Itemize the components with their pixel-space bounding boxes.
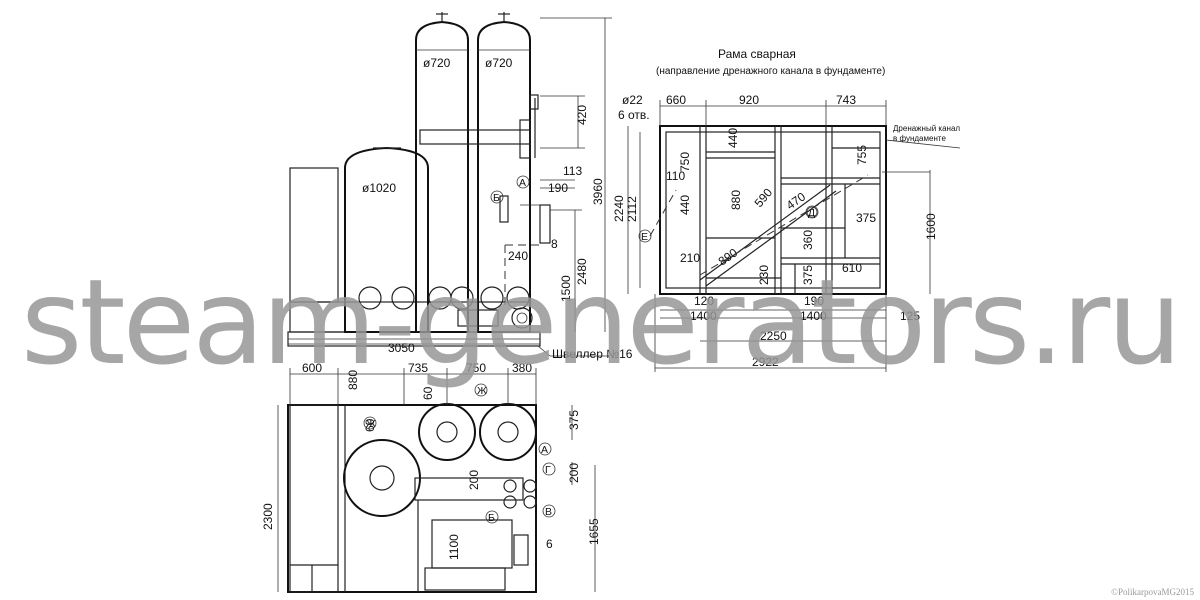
vessel-large-plan — [343, 439, 421, 517]
fdim-590: 590 — [752, 185, 776, 210]
fdim-1400a: 1400 — [690, 309, 717, 323]
fdim-1600: 1600 — [924, 213, 938, 240]
fdim-610: 610 — [842, 261, 862, 275]
vessel-left-plan — [418, 403, 476, 461]
labels: ø720 ø720 ø1020 420 3960 113 190 8 240 2… — [261, 47, 960, 560]
dim-190: 190 — [548, 181, 568, 195]
channel-label: Швеллер №16 — [552, 347, 633, 361]
fdim-210: 210 — [680, 251, 700, 265]
pdim-750: 750 — [466, 361, 486, 375]
marker-e: Е — [641, 231, 648, 243]
pdim-200a: 200 — [567, 463, 581, 483]
fdim-360: 360 — [801, 230, 815, 250]
plan-outline — [287, 404, 537, 593]
fdim-125: 125 — [900, 309, 920, 323]
marker-zh-2: Ж — [477, 385, 487, 397]
frame-hole-dia: ø22 — [622, 93, 643, 107]
dim-420: 420 — [575, 105, 589, 125]
fdim-920: 920 — [739, 93, 759, 107]
dim-3960: 3960 — [591, 178, 605, 205]
fdim-440a: 440 — [726, 128, 740, 148]
holes-label: 6 отв. — [618, 108, 650, 122]
pdim-200b: 200 — [467, 470, 481, 490]
fdim-755: 755 — [855, 145, 869, 165]
fdim-880: 880 — [729, 190, 743, 210]
marker-b-side: Б — [493, 192, 500, 204]
dim-113: 113 — [563, 164, 582, 178]
dim-240: 240 — [508, 249, 528, 263]
pdim-880: 880 — [346, 370, 360, 390]
fdim-190: 190 — [804, 294, 824, 308]
pdim-735: 735 — [408, 361, 428, 375]
fdim-440b: 440 — [678, 195, 692, 215]
pdim-380: 380 — [512, 361, 532, 375]
fdim-470: 470 — [784, 189, 809, 212]
tall-vessel-left — [415, 20, 469, 333]
fdim-743: 743 — [836, 93, 856, 107]
pdim-2300: 2300 — [261, 503, 275, 530]
side-dia-3: ø1020 — [362, 181, 396, 195]
plan-view — [277, 368, 596, 593]
pdim-60a: 60 — [421, 386, 435, 400]
pdim-60b: 60 — [363, 418, 377, 432]
marker-a-side: А — [519, 177, 526, 189]
fdim-2922: 2922 — [752, 355, 779, 369]
dim-1500: 1500 — [559, 275, 573, 302]
frame-title: Рама сварная — [718, 47, 796, 61]
fdim-110: 110 — [666, 169, 685, 183]
fdim-660: 660 — [666, 93, 686, 107]
marker-g: Г — [545, 464, 551, 476]
tall-vessel-right — [477, 20, 531, 333]
cross-pipe — [419, 129, 531, 145]
fdim-2112: 2112 — [625, 196, 639, 222]
side-view — [287, 12, 612, 357]
watermark: steam-generators.ru — [20, 253, 1182, 391]
pdim-6: 6 — [546, 537, 553, 551]
pdim-375: 375 — [567, 410, 581, 430]
dim-3050: 3050 — [388, 341, 415, 355]
side-dia-1: ø720 — [423, 56, 451, 70]
frame-view — [627, 100, 961, 372]
pdim-1100: 1100 — [447, 534, 461, 560]
fdim-375b: 375 — [801, 265, 815, 285]
dim-2480: 2480 — [575, 258, 589, 285]
marker-zh-1: Ж — [366, 418, 376, 430]
drain-note-1: Дренажный канал — [893, 124, 960, 133]
marker-a-plan: А — [541, 444, 548, 456]
vessel-right-plan — [479, 403, 537, 461]
fdim-1400b: 1400 — [800, 309, 827, 323]
copyright: ©PolikarpovaMG2015 — [1111, 587, 1194, 597]
frame-outline — [659, 125, 887, 295]
pdim-1655: 1655 — [587, 518, 601, 545]
fdim-375a: 375 — [856, 211, 876, 225]
fdim-230: 230 — [757, 265, 771, 285]
side-dia-2: ø720 — [485, 56, 513, 70]
marker-d: Д — [808, 207, 815, 219]
frame-subtitle: (направление дренажного канала в фундаме… — [656, 65, 885, 77]
dim-8: 8 — [551, 237, 558, 251]
drain-note-2: в фундаменте — [893, 134, 946, 143]
fdim-2250: 2250 — [760, 329, 787, 343]
marker-b-plan: Б — [488, 512, 495, 524]
fdim-2240: 2240 — [612, 195, 626, 222]
pdim-600: 600 — [302, 361, 322, 375]
fdim-750: 750 — [678, 152, 692, 172]
fdim-120: 120 — [694, 294, 714, 308]
marker-v: В — [545, 506, 552, 518]
